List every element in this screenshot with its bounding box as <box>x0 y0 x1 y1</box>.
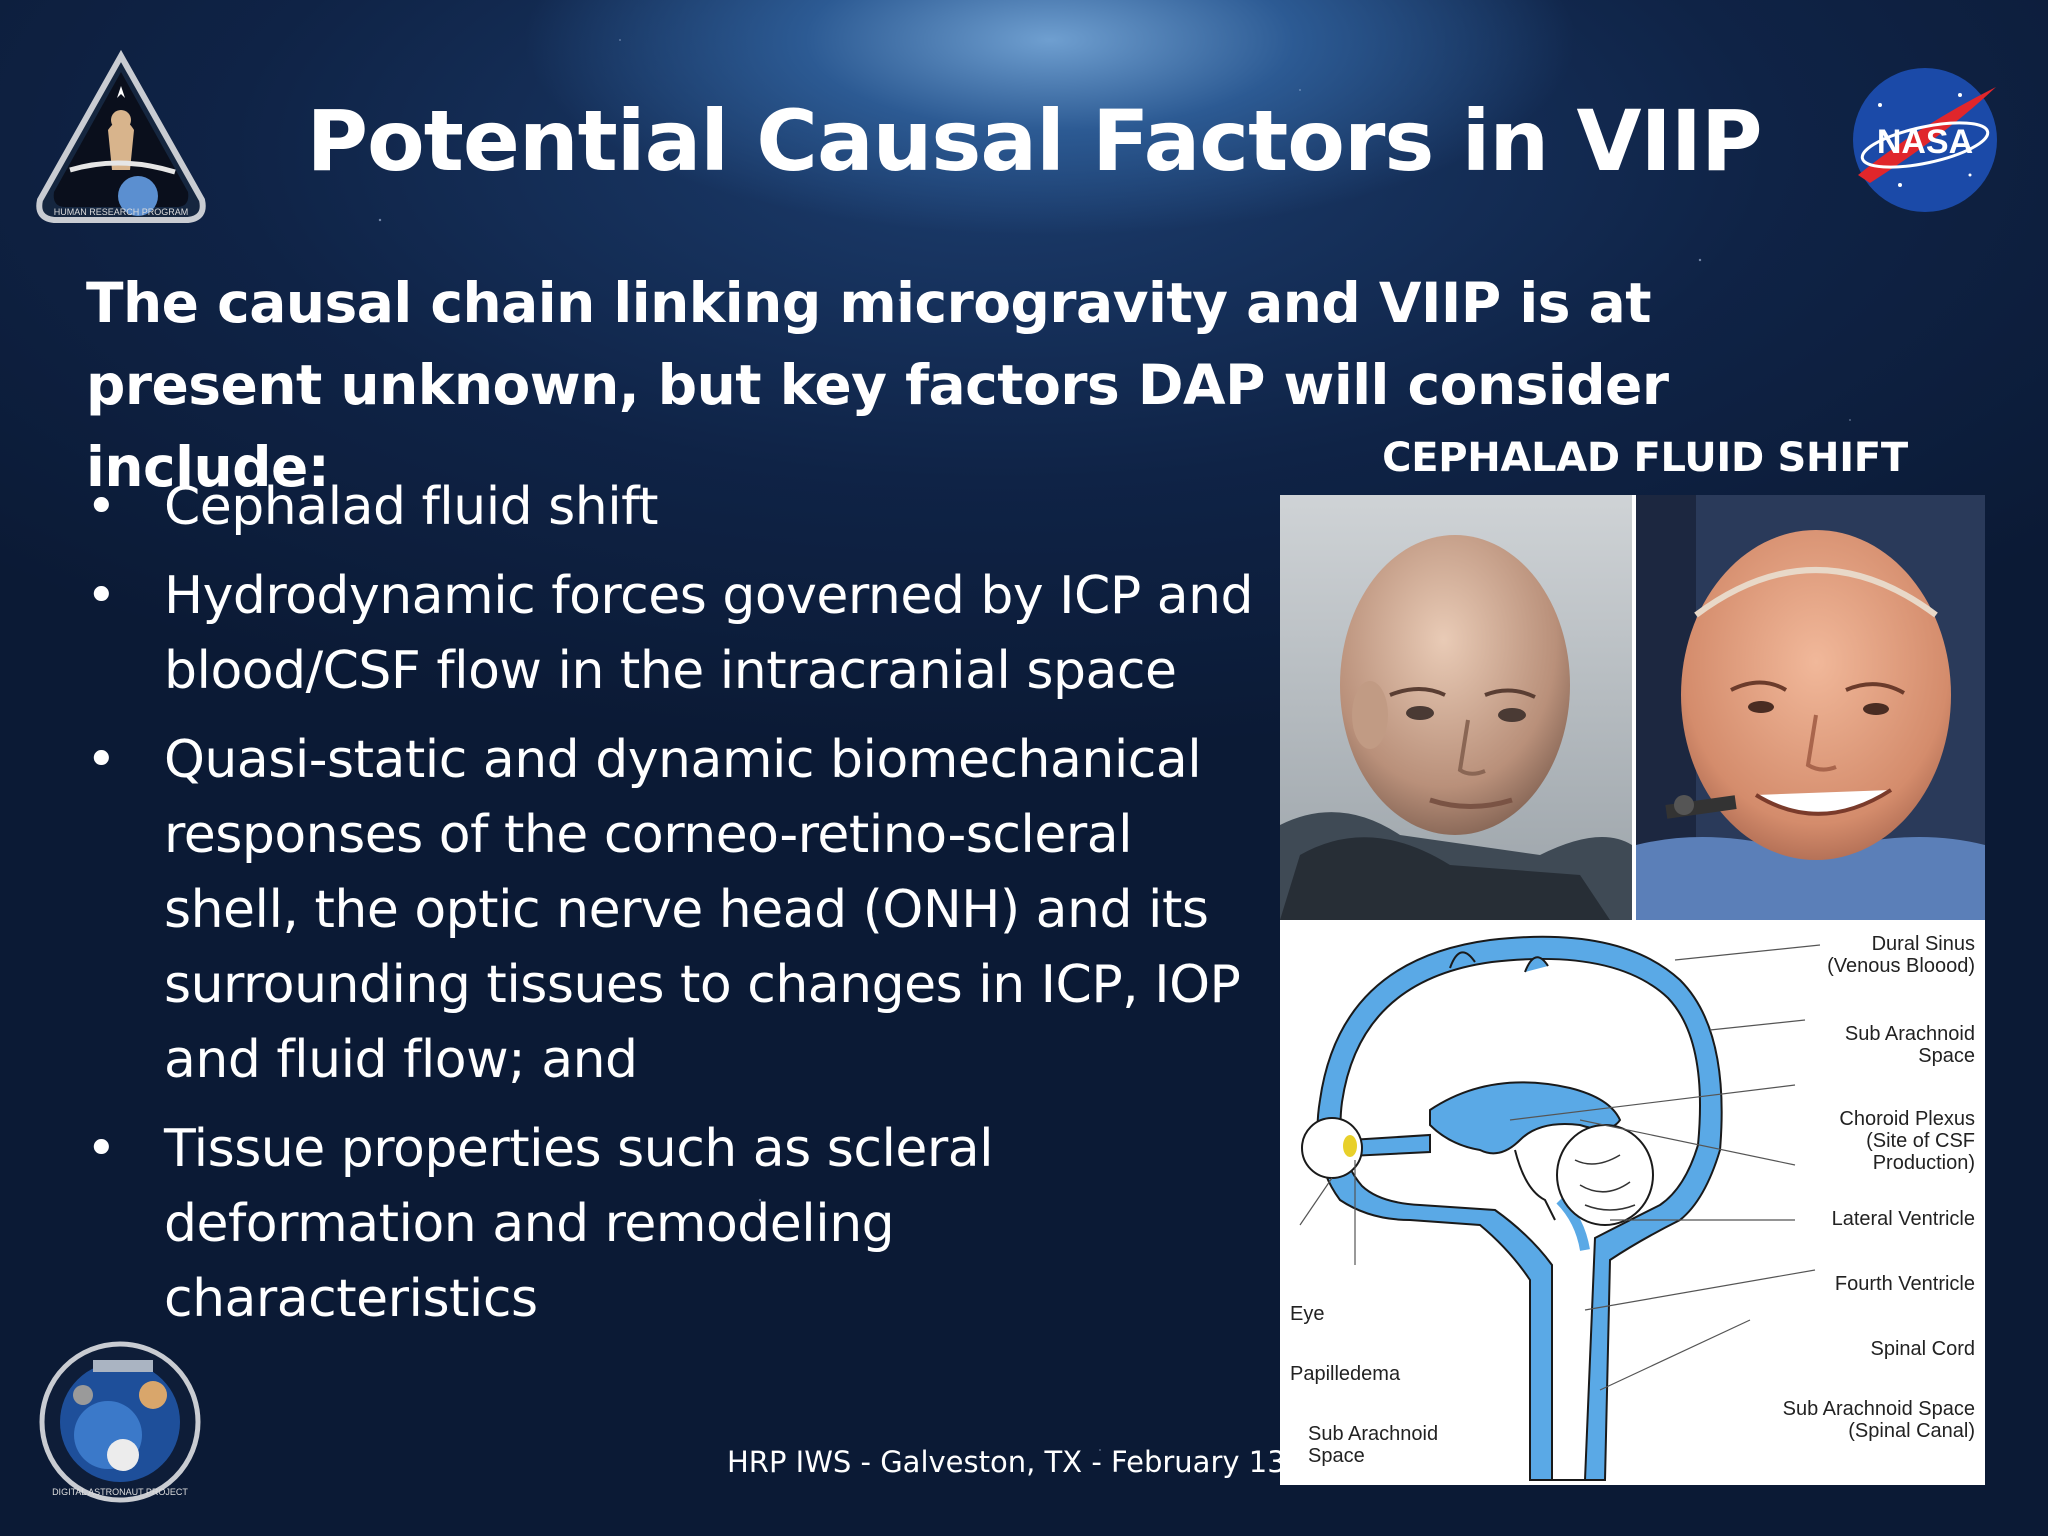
label-sub-arachnoid-sub: Space <box>1918 1045 1975 1067</box>
hrp-logo-text: HUMAN RESEARCH PROGRAM <box>54 207 189 217</box>
label-fourth-ventricle: Fourth Ventricle <box>1835 1273 1975 1295</box>
list-item-text: Hydrodynamic forces governed by ICP and … <box>164 566 1254 701</box>
label-sub-arachnoid-spinal-sub: (Spinal Canal) <box>1848 1420 1975 1442</box>
dap-logo-text: DIGITAL ASTRONAUT PROJECT <box>52 1487 188 1497</box>
bullet-icon: • <box>86 566 117 626</box>
label-eye: Eye <box>1290 1303 1324 1325</box>
astronaut-photo-ground <box>1280 495 1632 920</box>
list-item: • Quasi-static and dynamic biomechanical … <box>86 723 1266 1098</box>
list-item: • Hydrodynamic forces governed by ICP and… <box>86 559 1266 709</box>
label-dural-sinus: Dural Sinus <box>1872 933 1975 955</box>
list-item-text: Cephalad fluid shift <box>164 477 658 537</box>
footer-text: HRP IWS - Galveston, TX - February 13, 2 <box>727 1445 1323 1479</box>
label-choroid-plexus: Choroid Plexus <box>1839 1108 1975 1130</box>
figure-panel: Dural Sinus (Venous Bloood) Sub Arachnoi… <box>1280 495 1985 1485</box>
bullet-icon: • <box>86 730 117 790</box>
label-sub-arachnoid-spinal: Sub Arachnoid Space <box>1783 1398 1975 1420</box>
label-sub-arachnoid-left-sub: Space <box>1308 1445 1365 1467</box>
label-dural-sinus-sub: (Venous Bloood) <box>1827 955 1975 977</box>
label-spinal-cord: Spinal Cord <box>1870 1338 1975 1360</box>
label-papilledema: Papilledema <box>1290 1363 1401 1385</box>
nasa-logo: NASA <box>1853 68 1997 212</box>
list-item: • Tissue properties such as scleral defor… <box>86 1112 1266 1337</box>
figure-title: CEPHALAD FLUID SHIFT <box>1382 435 1908 481</box>
label-choroid-sub1: (Site of CSF <box>1866 1130 1975 1152</box>
factor-list: • Cephalad fluid shift • Hydrodynamic forc… <box>86 470 1266 1351</box>
dap-logo: DIGITAL ASTRONAUT PROJECT <box>39 1341 201 1503</box>
intro-text: The causal chain linking microgravity an… <box>86 271 1669 499</box>
bullet-icon: • <box>86 477 117 537</box>
hrp-patch-logo: HUMAN RESEARCH PROGRAM <box>36 50 206 223</box>
astronaut-photo-space <box>1636 495 1985 920</box>
label-sub-arachnoid: Sub Arachnoid <box>1845 1023 1975 1045</box>
bullet-icon: • <box>86 1119 117 1179</box>
label-lateral-ventricle: Lateral Ventricle <box>1832 1208 1975 1230</box>
brain-csf-diagram: Dural Sinus (Venous Bloood) Sub Arachnoi… <box>1280 920 1985 1485</box>
nasa-logo-text: NASA <box>1877 123 1973 161</box>
label-choroid-sub2: Production) <box>1873 1152 1975 1174</box>
list-item: • Cephalad fluid shift <box>86 470 1266 545</box>
list-item-text: Quasi-static and dynamic biomechanical r… <box>164 730 1241 1090</box>
label-sub-arachnoid-left: Sub Arachnoid <box>1308 1423 1438 1445</box>
slide-title: Potential Causal Factors in VIIP <box>306 92 1762 190</box>
list-item-text: Tissue properties such as scleral deform… <box>164 1119 994 1329</box>
